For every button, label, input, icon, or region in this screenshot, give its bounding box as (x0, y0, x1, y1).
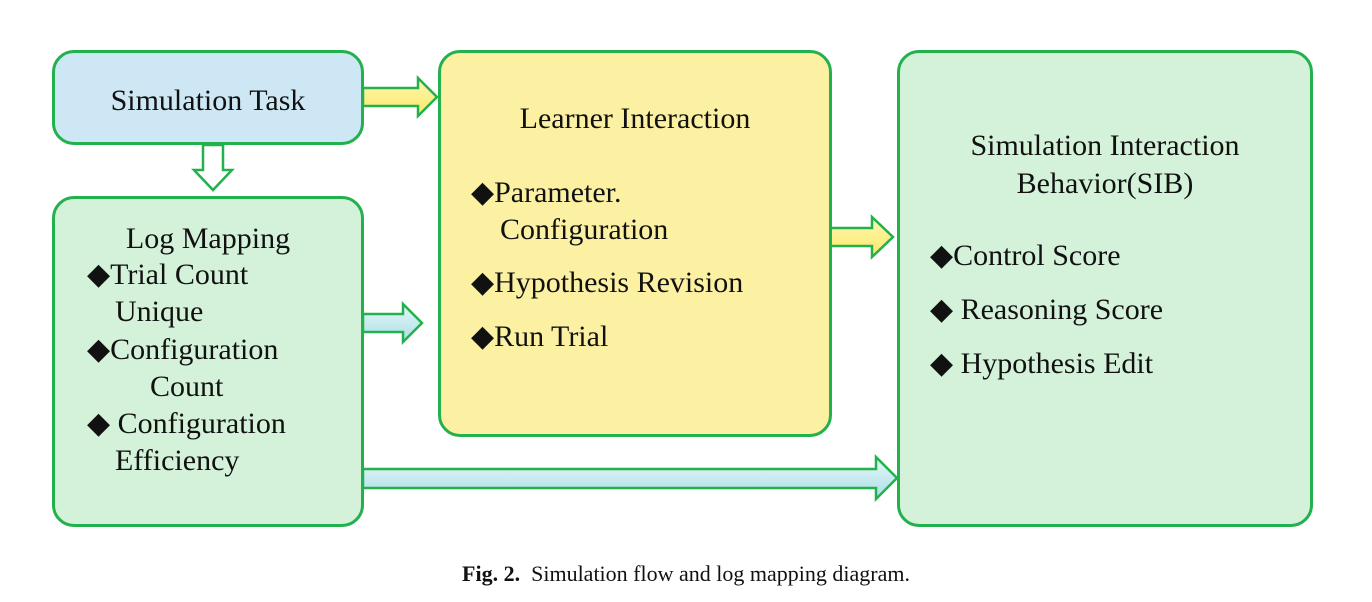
bullet-diamond-icon: ◆ (471, 266, 495, 299)
log-mapping-item-1: ◆Trial Count (87, 258, 249, 291)
learner-item-1: ◆Parameter. (471, 176, 622, 209)
learner-item-2: ◆Hypothesis Revision (471, 266, 744, 299)
simulation-task-title: Simulation Task (110, 84, 306, 117)
sib-title-line2: Behavior(SIB) (1016, 167, 1194, 200)
bullet-diamond-icon: ◆ (930, 293, 954, 326)
log-mapping-item-2: ◆Configuration (87, 333, 279, 366)
bullet-diamond-icon: ◆ (87, 333, 111, 366)
arrow-logmapping-to-learner (361, 300, 424, 346)
arrow-logmapping-to-sib (361, 453, 899, 503)
log-mapping-item-1-cont: Unique (115, 295, 204, 328)
bullet-diamond-icon: ◆ (87, 258, 111, 291)
bullet-diamond-icon: ◆ (471, 176, 495, 209)
bullet-diamond-icon: ◆ (930, 347, 954, 380)
log-mapping-item-2-cont: Count (150, 370, 224, 403)
bullet-diamond-icon: ◆ (87, 407, 111, 440)
sib-item-1: ◆Control Score (930, 239, 1121, 272)
sib-item-2: ◆ Reasoning Score (930, 293, 1164, 326)
sib-title-line1: Simulation Interaction (970, 129, 1240, 162)
bullet-diamond-icon: ◆ (930, 239, 954, 272)
arrow-task-to-logmapping (191, 143, 235, 192)
log-mapping-item-3-cont: Efficiency (115, 444, 240, 477)
figure-caption: Fig. 2. Simulation flow and log mapping … (0, 560, 1372, 588)
log-mapping-title: Log Mapping (125, 222, 291, 255)
figure-label: Fig. 2. (462, 561, 521, 586)
bullet-diamond-icon: ◆ (471, 320, 495, 353)
sib-box: Simulation Interaction Behavior(SIB) ◆Co… (897, 50, 1313, 527)
learner-item-3: ◆Run Trial (471, 320, 609, 353)
learner-interaction-title: Learner Interaction (519, 102, 751, 135)
arrow-task-to-learner (361, 74, 439, 120)
figure-caption-text: Simulation flow and log mapping diagram. (531, 561, 910, 586)
simulation-task-box: Simulation Task (52, 50, 364, 145)
log-mapping-box: Log Mapping ◆Trial Count Unique ◆Configu… (52, 196, 364, 527)
learner-item-1-cont: Configuration (500, 213, 669, 246)
log-mapping-item-3: ◆ Configuration (87, 407, 286, 440)
learner-interaction-box: Learner Interaction ◆Parameter. Configur… (438, 50, 832, 437)
sib-item-3: ◆ Hypothesis Edit (930, 347, 1154, 380)
